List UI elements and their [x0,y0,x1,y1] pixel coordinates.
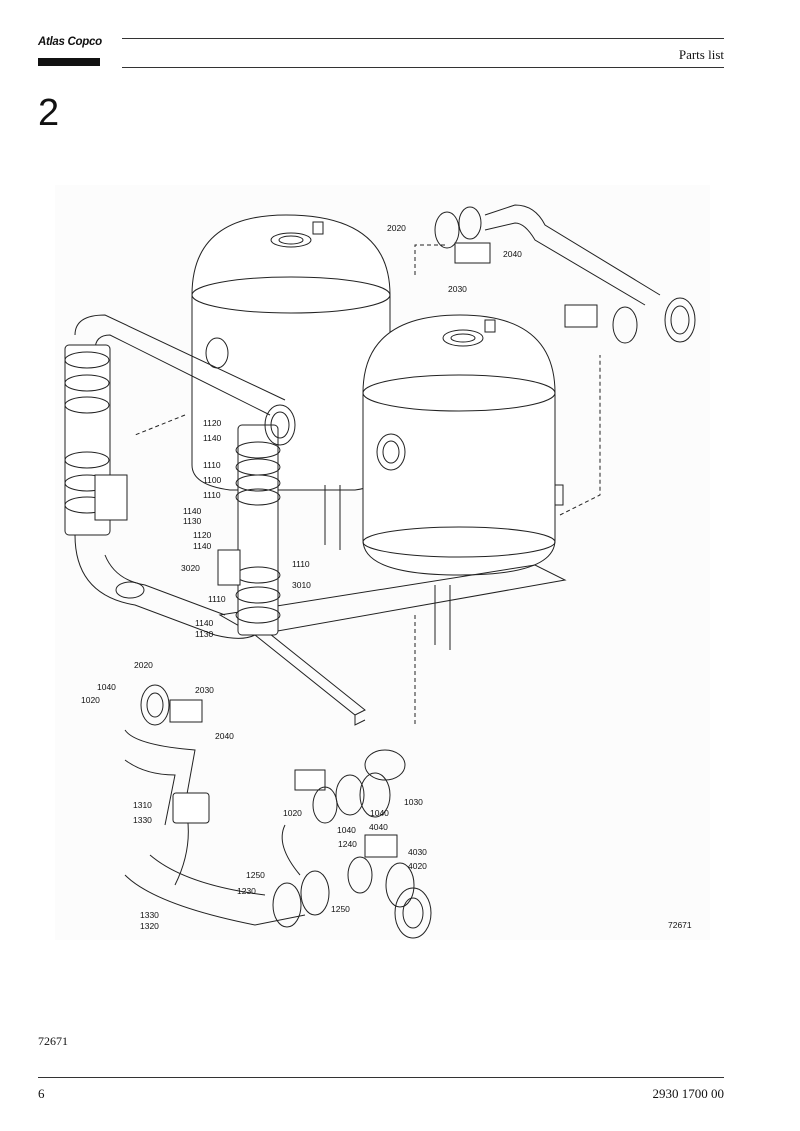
footer-rule [38,1077,724,1078]
part-callout: 2020 [387,223,406,233]
drawing-svg: 2020 2040 2030 1120 1140 1110 1100 1110 … [64,204,696,939]
part-callout: 1020 [283,808,302,818]
section-number: 2 [38,92,60,134]
logo-bar [38,58,100,66]
part-callout: 1110 [292,559,310,569]
part-callout: 1130 [195,629,214,639]
logo-text: Atlas Copco [38,36,102,48]
header-title: Parts list [678,47,724,62]
part-callout: 1250 [331,904,350,914]
part-callout: 1320 [140,921,159,931]
figure-caption: 72671 [38,1034,68,1048]
part-callout: 2040 [503,249,522,259]
part-callout: 1040 [370,808,389,818]
part-callout: 1020 [81,695,100,705]
part-callout: 1140 [195,618,214,628]
part-callout: 1310 [133,800,152,810]
part-callout: 1230 [237,886,256,896]
part-callout: 4030 [408,847,427,857]
part-callout: 1130 [183,516,202,526]
part-callout: 1140 [203,433,222,443]
part-callout: 1100 [203,475,222,485]
part-callout: 1140 [193,541,212,551]
part-callout: 1040 [337,825,356,835]
part-callout: 1120 [203,418,222,428]
part-callout: 2040 [215,731,234,741]
part-callout: 1030 [404,797,423,807]
part-callout: 3010 [292,580,311,590]
part-callout: 2020 [134,660,153,670]
part-callout: 2030 [448,284,467,294]
part-callout: 1120 [193,530,212,540]
part-callout: 1240 [338,839,357,849]
atlas-copco-logo: Atlas Copco [38,36,102,67]
part-callout: 3020 [181,563,200,573]
part-callout: 1250 [246,870,265,880]
header-rule-top [122,38,724,39]
exploded-parts-drawing: 2020 2040 2030 1120 1140 1110 1100 1110 … [55,185,710,940]
part-callout: 1140 [183,506,202,516]
part-callout: 4020 [408,861,427,871]
header-rule-bottom [122,67,724,68]
part-callout: 1110 [203,490,221,500]
part-callout: 1040 [97,682,116,692]
part-callout: 1110 [208,594,226,604]
drawing-code-label: 72671 [668,920,692,930]
page-number: 6 [38,1086,45,1101]
part-callout: 1330 [140,910,159,920]
part-callout: 4040 [369,822,388,832]
document-number: 2930 1700 00 [652,1086,725,1101]
part-callout: 2030 [195,685,214,695]
part-callout: 1110 [203,460,221,470]
part-callout: 1330 [133,815,152,825]
